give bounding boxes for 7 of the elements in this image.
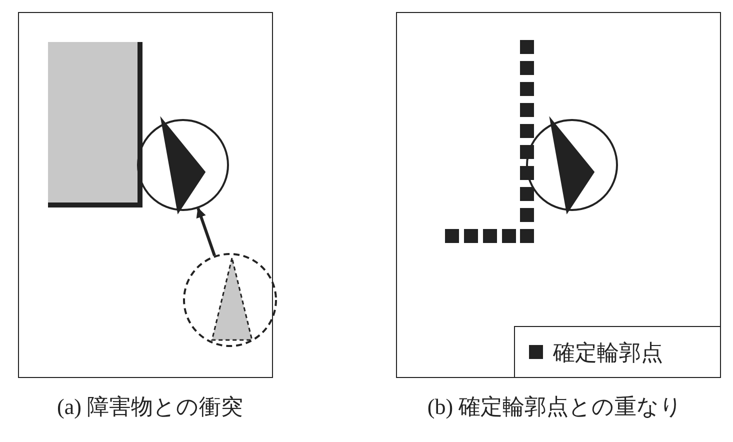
- ghost-robot-drawing: [182, 252, 278, 348]
- robot-drawing: [525, 118, 619, 212]
- legend-text: 確定輪郭点: [553, 339, 663, 367]
- figure-caption: (b) 確定輪郭点との重なり: [427, 393, 683, 421]
- arrow: [196, 208, 216, 256]
- robot-drawing: [136, 118, 230, 212]
- figure-caption: (a) 障害物との衝突: [57, 393, 243, 421]
